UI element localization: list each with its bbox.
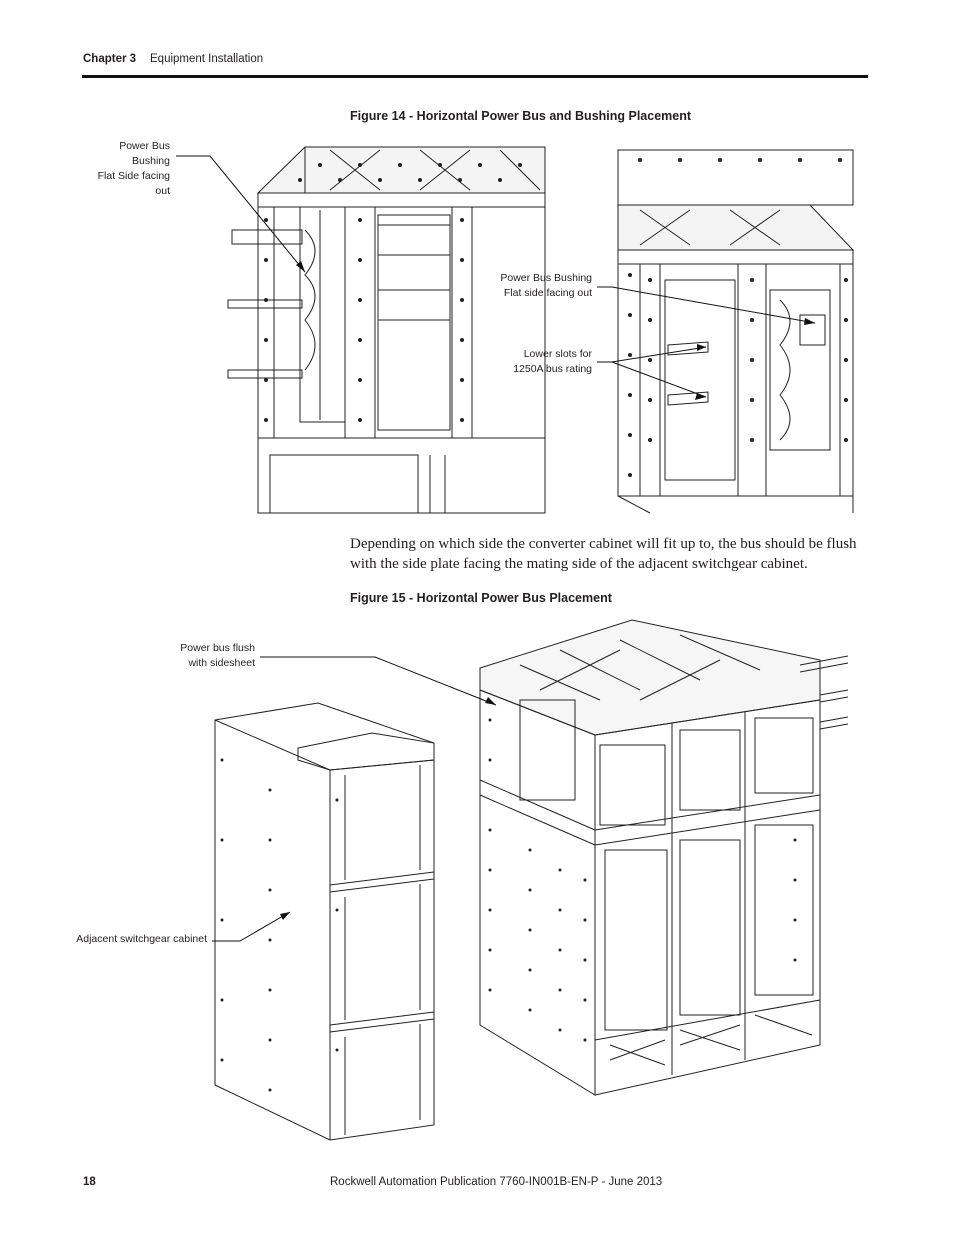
header-rule bbox=[82, 75, 868, 78]
callout-flush-line-1: Power bus flush bbox=[180, 642, 255, 654]
page-number: 18 bbox=[83, 1176, 96, 1188]
publication-info: Rockwell Automation Publication 7760-IN0… bbox=[330, 1176, 663, 1188]
callout-flush-line-2: with sidesheet bbox=[188, 657, 255, 669]
body-paragraph: Depending on which side the converter ca… bbox=[350, 536, 857, 572]
callout-slots-line-2: 1250A bus rating bbox=[513, 363, 592, 375]
callout-slots-line-1: Lower slots for bbox=[523, 348, 592, 360]
callout-right-line-1: Power Bus Bushing bbox=[500, 272, 592, 284]
figure-15-caption: Figure 15 - Horizontal Power Bus Placeme… bbox=[350, 591, 612, 605]
section-title: Equipment Installation bbox=[150, 53, 264, 65]
callout-right-bushing: Power Bus Bushing Flat side facing out bbox=[500, 271, 592, 301]
callout-left-bushing: Power Bus Bushing Flat Side facing out bbox=[88, 139, 170, 199]
callout-bus-flush: Power bus flush with sidesheet bbox=[170, 641, 255, 671]
callout-adjacent-cabinet: Adjacent switchgear cabinet bbox=[76, 933, 207, 945]
chapter-label: Chapter 3 bbox=[83, 53, 137, 65]
callout-lower-slots: Lower slots for 1250A bus rating bbox=[500, 347, 592, 377]
callout-left-line-1: Power Bus Bushing bbox=[119, 140, 170, 167]
figure-14-caption: Figure 14 - Horizontal Power Bus and Bus… bbox=[350, 109, 692, 123]
callout-left-line-2: Flat Side facing out bbox=[97, 170, 170, 197]
callout-right-line-2: Flat side facing out bbox=[503, 287, 592, 299]
